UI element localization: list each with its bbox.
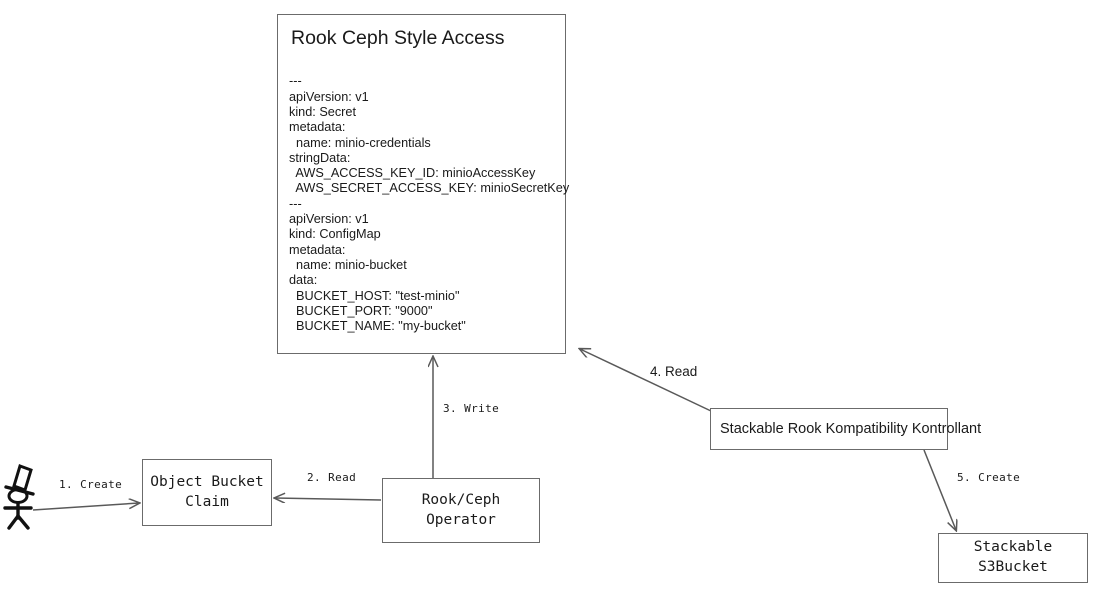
node-rook-ceph-operator-label: Rook/Ceph Operator	[421, 491, 501, 528]
node-stackable-s3bucket[interactable]: Stackable S3Bucket	[938, 533, 1088, 583]
edge-label-4-read: 4. Read	[650, 364, 698, 379]
node-kontrollant-label: Stackable Rook Kompatibility Kontrollant	[720, 421, 982, 437]
edge-5-create-line	[923, 449, 956, 530]
edge-label-3-write: 3. Write	[443, 402, 500, 415]
node-stackable-s3bucket-label: Stackable S3Bucket	[973, 539, 1053, 575]
node-object-bucket-claim-label: Object Bucket Claim	[150, 473, 264, 510]
yaml-note-title: Rook Ceph Style Access	[291, 27, 505, 49]
node-object-bucket-claim[interactable]: Object Bucket Claim	[142, 459, 272, 526]
edge-2-read-line	[275, 498, 382, 500]
edge-label-1-create: 1. Create	[59, 478, 123, 491]
node-stackable-rook-kompatibility-kontrollant[interactable]: Stackable Rook Kompatibility Kontrollant	[710, 408, 981, 450]
edge-label-5-create: 5. Create	[957, 471, 1021, 484]
node-rook-ceph-operator[interactable]: Rook/Ceph Operator	[382, 478, 540, 543]
yaml-note-body: --- apiVersion: v1 kind: Secret metadata…	[289, 74, 570, 334]
actor-stick-figure-icon	[3, 464, 35, 530]
edge-4-read-line	[580, 349, 712, 412]
yaml-note-box[interactable]: Rook Ceph Style Access --- apiVersion: v…	[277, 14, 570, 354]
edge-1-create-line	[32, 503, 139, 511]
edge-label-2-read: 2. Read	[307, 471, 357, 484]
